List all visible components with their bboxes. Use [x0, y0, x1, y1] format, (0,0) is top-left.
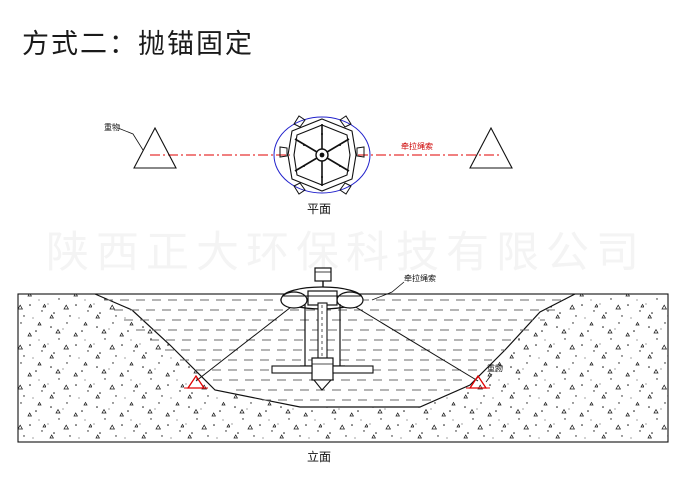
aerator-impeller: [271, 357, 374, 391]
elevation-anchor-label: 重物: [487, 364, 503, 373]
plan-view-caption: 平面: [307, 202, 332, 216]
plan-cable-label: 牵拉绳索: [401, 142, 433, 151]
elevation-cable-label: 牵拉绳索: [404, 274, 436, 283]
company-watermark: 陕西正大环保科技有限公司: [46, 228, 646, 278]
page-title: 方式二：抛锚固定: [22, 29, 254, 60]
basin-profile: [94, 293, 576, 408]
elevation-view-caption: 立面: [307, 450, 332, 464]
soil-fill: [18, 294, 668, 442]
plan-rotor-assembly: [273, 115, 371, 195]
elevation-right-anchor: [466, 374, 490, 389]
anchor-label-leader: [485, 373, 493, 383]
elevation-left-anchor: [184, 374, 208, 389]
elevation-view-graphic: [17, 267, 669, 443]
water-hatch: [104, 299, 566, 401]
elevation-cables: [195, 299, 479, 382]
plan-right-anchor: [469, 126, 513, 169]
plan-weight-label: 重物: [104, 123, 120, 132]
cable-label-leader: [371, 281, 405, 301]
aerator-shaft: [300, 302, 345, 367]
plan-left-anchor: [117, 126, 177, 169]
aerator-float-ring: [280, 286, 364, 310]
